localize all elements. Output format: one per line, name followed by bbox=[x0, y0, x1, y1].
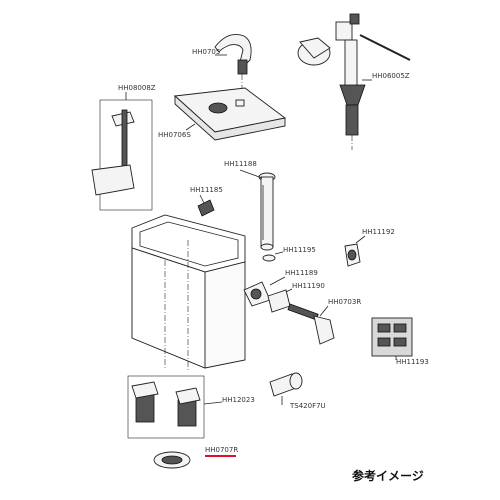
tank-body bbox=[131, 214, 246, 370]
control-panel-part bbox=[371, 317, 413, 357]
label-hh11185: HH11185 bbox=[190, 186, 223, 194]
ball-tap-part bbox=[297, 13, 411, 150]
flush-valve-assembly bbox=[91, 99, 153, 211]
gasket-part bbox=[153, 451, 191, 469]
valve-fitting-part bbox=[269, 372, 303, 405]
label-hh11189: HH11189 bbox=[285, 269, 318, 277]
label-ts420f7u: TS420F7U bbox=[289, 402, 326, 410]
overflow-tube-part bbox=[258, 172, 276, 251]
label-hh06005z: HH06005Z bbox=[372, 72, 410, 80]
label-hh11195: HH11195 bbox=[283, 246, 316, 254]
label-hh12023: HH12023 bbox=[222, 396, 255, 404]
reference-image-caption: 参考イメージ bbox=[352, 468, 424, 483]
label-hh11193: HH11193 bbox=[396, 358, 429, 366]
label-hh0707r: HH0707R bbox=[205, 446, 238, 454]
label-hh0705: HH0705 bbox=[192, 48, 220, 56]
label-hh08008z: HH08008Z bbox=[118, 84, 156, 92]
fitting-part-hh11192 bbox=[344, 243, 361, 267]
label-hh11190: HH11190 bbox=[292, 282, 325, 290]
label-hh0703r: HH0703R bbox=[328, 298, 361, 306]
label-hh11188: HH11188 bbox=[224, 160, 257, 168]
seal-ring-part bbox=[262, 254, 276, 262]
spout-part bbox=[214, 33, 252, 88]
lever-assembly bbox=[243, 281, 335, 345]
tank-lid-part bbox=[173, 87, 287, 141]
drain-parts-group bbox=[127, 375, 205, 439]
label-hh0706s: HH0706S bbox=[158, 131, 191, 139]
clip-part bbox=[197, 199, 215, 217]
label-hh11192: HH11192 bbox=[362, 228, 395, 236]
